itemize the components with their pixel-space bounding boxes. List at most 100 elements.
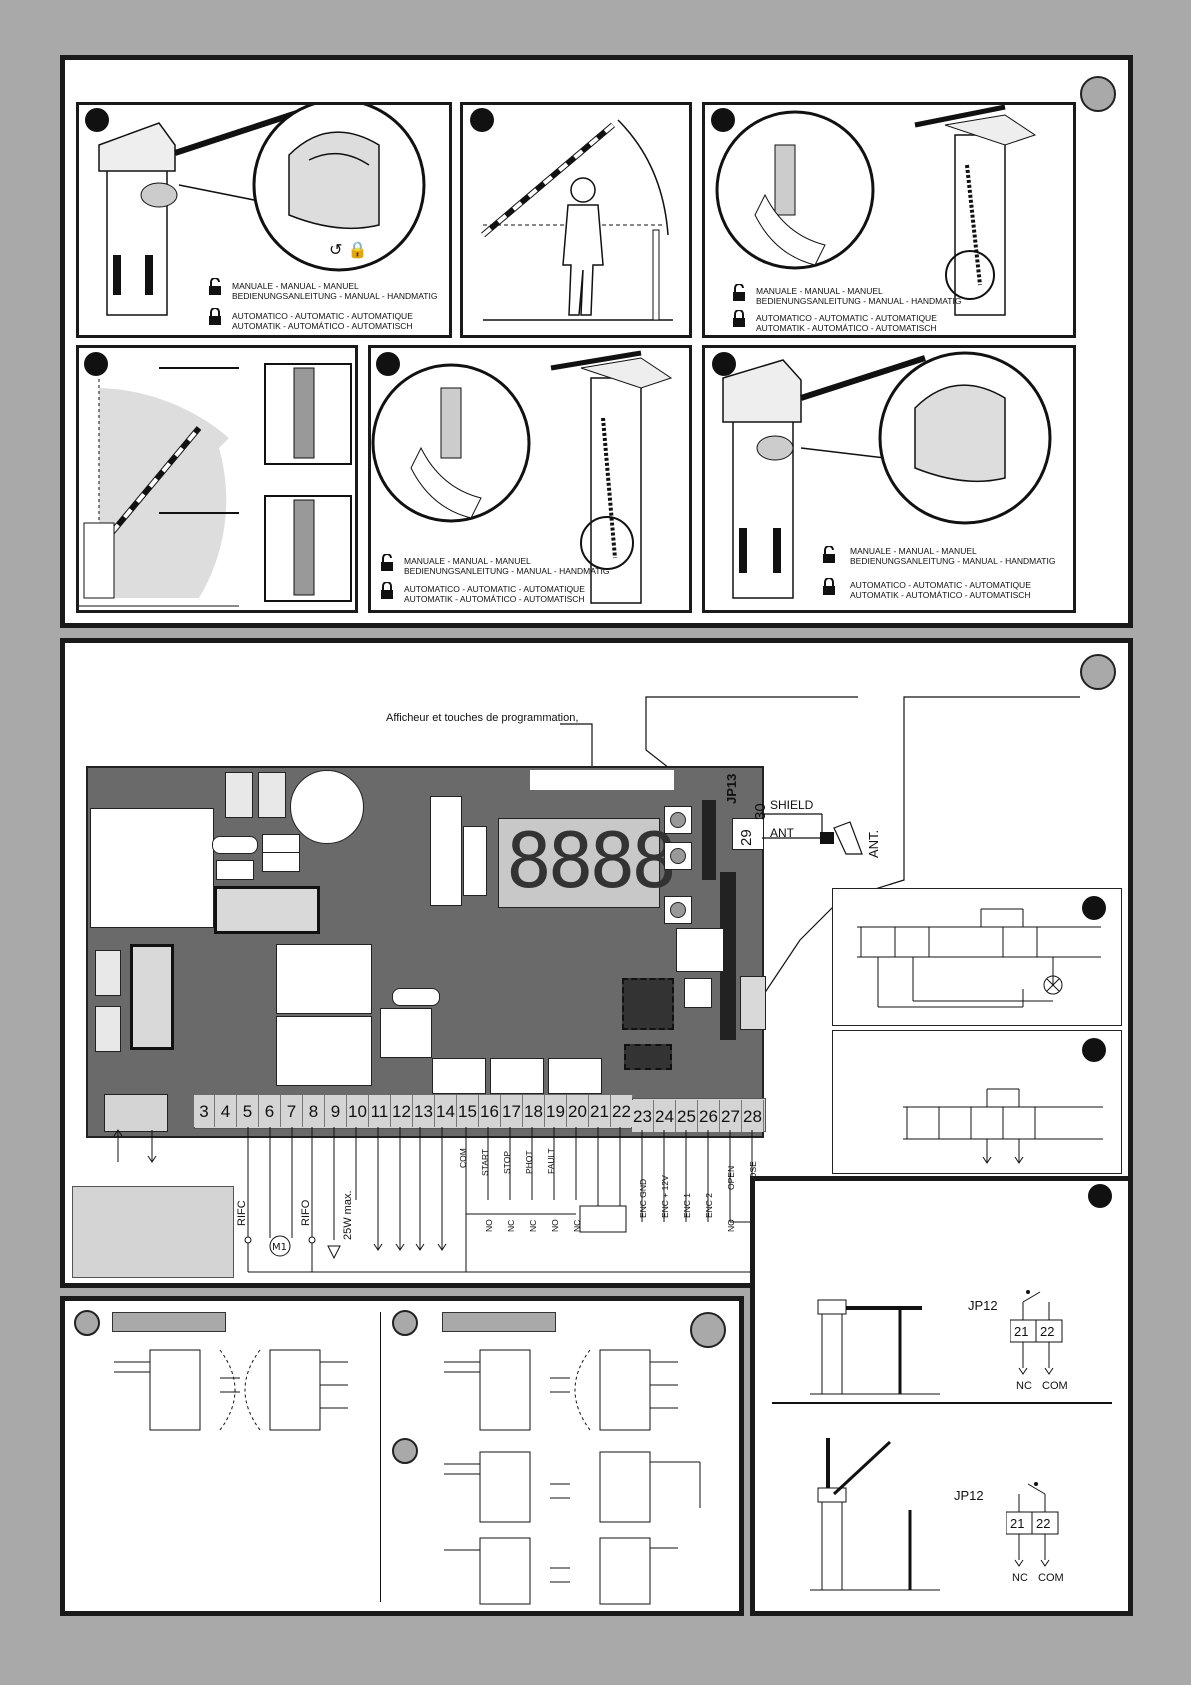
terminal-28: 28 xyxy=(742,1100,764,1132)
jp13-connector xyxy=(702,800,716,880)
terminal-4: 4 xyxy=(215,1095,237,1127)
no-label-fault: NO xyxy=(550,1219,560,1232)
jp12-label-a: JP12 xyxy=(968,1298,998,1313)
section-number-badge xyxy=(1080,76,1116,112)
jp12-divider xyxy=(772,1402,1112,1404)
terminal-3: 3 xyxy=(194,1095,215,1127)
relay-white-1 xyxy=(432,1058,486,1094)
terminal-15: 15 xyxy=(457,1095,479,1127)
relay-white-2 xyxy=(490,1058,544,1094)
terminal-12: 12 xyxy=(391,1095,413,1127)
stop-label: STOP xyxy=(502,1151,512,1174)
rifc-label: RIFC xyxy=(236,1200,248,1226)
no-label-open: NO xyxy=(726,1219,736,1232)
step-unlock-key-panel xyxy=(702,102,1076,338)
display-digits: 8888 xyxy=(506,816,677,905)
component-small-2 xyxy=(216,860,254,880)
terminal-10: 10 xyxy=(347,1095,369,1127)
step-unlock-panel: ↺ 🔒 xyxy=(76,98,452,338)
side-socket xyxy=(740,976,766,1030)
jp12-t22-b: 22 xyxy=(1036,1516,1051,1531)
jp12-t22-a: 22 xyxy=(1040,1324,1055,1339)
terminal-7: 7 xyxy=(281,1095,303,1127)
nc-label-phot: NC xyxy=(528,1219,538,1232)
photocell-pair-c xyxy=(444,1451,701,1605)
enc1-label: ENC 1 xyxy=(682,1192,692,1218)
barrier-open-illustration xyxy=(810,1438,940,1591)
accessory-badge-b xyxy=(392,1310,418,1336)
jp12-nc-b: NC xyxy=(1012,1572,1028,1584)
step-badge-2 xyxy=(470,108,494,132)
accessory-title-bar-a xyxy=(112,1312,226,1332)
step-lock-panel xyxy=(702,345,1076,613)
terminal-22: 22 xyxy=(611,1095,633,1127)
fuse-4 xyxy=(95,1006,121,1052)
relay-white-3 xyxy=(548,1058,602,1094)
section-number-badge xyxy=(1080,654,1116,690)
jp12-jumper-a xyxy=(1010,1290,1063,1375)
open-padlock-icon xyxy=(208,277,222,296)
nc-label-stop: NC xyxy=(506,1219,516,1232)
terminal-13: 13 xyxy=(413,1095,435,1127)
step-badge-6 xyxy=(712,352,736,376)
side-connector xyxy=(720,872,736,1040)
fault-label: FAULT xyxy=(546,1148,556,1174)
program-button-menu[interactable] xyxy=(664,842,692,870)
accessory-title-bar-b xyxy=(442,1312,556,1332)
power-connector xyxy=(104,1094,168,1132)
fuse-3 xyxy=(95,950,121,996)
ant-label: ANT xyxy=(770,826,794,840)
com-label: COM xyxy=(458,1148,468,1168)
output-contact-detail xyxy=(832,1030,1122,1174)
jp12-com-b: COM xyxy=(1038,1572,1064,1584)
board-label-strip xyxy=(530,770,674,790)
step-badge-5 xyxy=(376,352,400,376)
fuse-2 xyxy=(258,772,286,818)
enc-gnd-label: ENC GND xyxy=(638,1178,648,1218)
field-wiring: M1 xyxy=(113,1127,753,1273)
phot-label: PHOT xyxy=(524,1150,534,1174)
lamp-25w-label: 25W max. xyxy=(342,1190,354,1240)
mains-info-box xyxy=(72,1186,234,1278)
step-badge-1 xyxy=(85,108,109,132)
photocell-pair-a xyxy=(114,1349,348,1431)
detail-badge-a xyxy=(1082,896,1106,920)
person-lifting-boom-illustration xyxy=(481,119,673,321)
antenna-symbol xyxy=(762,813,863,855)
terminal-20: 20 xyxy=(567,1095,589,1127)
barrier-lock-illustration xyxy=(722,351,1052,599)
resistor-vertical xyxy=(430,796,462,906)
key-release-illustration xyxy=(715,104,1037,316)
resistor-small xyxy=(463,826,487,896)
open-padlock-icon xyxy=(732,283,746,302)
terminal-19: 19 xyxy=(545,1095,567,1127)
terminal-14: 14 xyxy=(435,1095,457,1127)
closed-padlock-icon xyxy=(380,581,394,600)
start-label: START xyxy=(480,1148,490,1176)
program-button-down[interactable] xyxy=(664,896,692,924)
terminal-23: 23 xyxy=(632,1100,654,1132)
small-chip-grid xyxy=(684,978,712,1008)
display-callout-label: Afficheur et touches de programmation, xyxy=(386,712,579,724)
rifo-label: RIFO xyxy=(300,1199,312,1226)
no-label-start: NO xyxy=(484,1219,494,1232)
lamp-wiring-detail xyxy=(832,888,1122,1026)
boom-angle-adjust-illustration xyxy=(79,363,352,607)
section-number-badge xyxy=(690,1312,726,1348)
terminal-17: 17 xyxy=(501,1095,523,1127)
step-lift-boom-panel xyxy=(460,102,692,338)
step-badge-4 xyxy=(84,352,108,376)
step-relock-key-panel xyxy=(368,345,692,613)
terminal-24: 24 xyxy=(654,1100,676,1132)
closed-padlock-icon xyxy=(208,307,222,326)
open-padlock-icon xyxy=(380,553,394,572)
program-button-up[interactable] xyxy=(664,806,692,834)
photocell-pair-b xyxy=(444,1349,678,1431)
enc-12v-label: ENC + 12V xyxy=(660,1175,670,1218)
nc-label-20: NC xyxy=(572,1219,582,1232)
